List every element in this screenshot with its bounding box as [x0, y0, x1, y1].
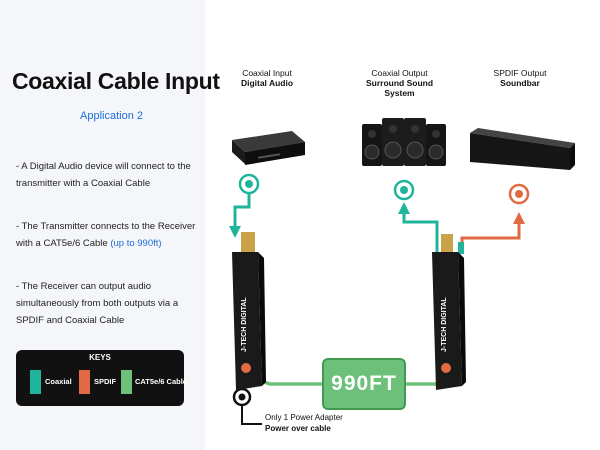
keys-legend: KEYS Coaxial SPDIF CAT5e/6 Cable: [16, 350, 187, 406]
speakers-icon: [362, 118, 446, 166]
dvd-player-icon: [232, 131, 305, 165]
power-note-line: Only 1 Power Adapter: [265, 413, 343, 422]
bullet-receiver: - The Receiver can output audio simultan…: [16, 278, 196, 329]
bullet-transmitter: - The Transmitter connects to the Receiv…: [16, 218, 196, 252]
transmitter-brand: J-TECH DIGITAL: [241, 297, 248, 352]
spdif-key-label: SPDIF: [94, 377, 117, 386]
spdif-output-connector: [460, 183, 530, 252]
distance-badge: 990FT: [322, 358, 406, 410]
cat-swatch: [121, 370, 132, 394]
transmitter-icon: J-TECH DIGITAL: [232, 232, 266, 390]
soundbar-icon: [470, 128, 575, 170]
column-line: Coaxial Output: [371, 68, 428, 78]
coaxial-output-connector: [393, 179, 439, 252]
column-line: Coaxial Input: [242, 68, 292, 78]
column-line: Digital Audio: [240, 78, 294, 88]
column-label-coaxial-output: Coaxial Output Surround Sound System: [352, 68, 447, 98]
column-line: Soundbar: [500, 78, 540, 88]
bullet-text: - The Receiver can output audio simultan…: [16, 281, 179, 326]
coaxial-key-label: Coaxial: [45, 377, 72, 386]
bullet-digital-audio: - A Digital Audio device will connect to…: [16, 158, 196, 192]
column-line: System: [384, 88, 415, 98]
column-line: Surround Sound: [365, 78, 434, 88]
power-note-line: Power over cable: [265, 424, 331, 433]
bullet-text: - The Transmitter connects to the Receiv…: [16, 221, 196, 249]
power-note: Only 1 Power Adapter Power over cable: [265, 412, 343, 434]
cat-key-label: CAT5e/6 Cable: [135, 377, 187, 386]
coaxial-input-connector: [229, 173, 260, 238]
receiver-brand: J-TECH DIGITAL: [441, 297, 448, 352]
spdif-swatch: [79, 370, 90, 394]
page-title: Coaxial Cable Input: [12, 68, 220, 94]
column-label-spdif-output: SPDIF Output Soundbar: [475, 68, 565, 88]
coaxial-swatch: [30, 370, 41, 394]
bullet-text: - A Digital Audio device will connect to…: [16, 161, 191, 189]
bullet-highlight: (up to 990ft): [110, 238, 162, 249]
page-subtitle: Application 2: [80, 110, 143, 122]
receiver-icon: J-TECH DIGITAL: [432, 234, 466, 390]
keys-title: KEYS: [89, 353, 111, 362]
left-panel: Coaxial Cable Input Application 2 - A Di…: [0, 0, 220, 450]
column-line: SPDIF Output: [493, 68, 547, 78]
column-label-input: Coaxial Input Digital Audio: [222, 68, 312, 88]
